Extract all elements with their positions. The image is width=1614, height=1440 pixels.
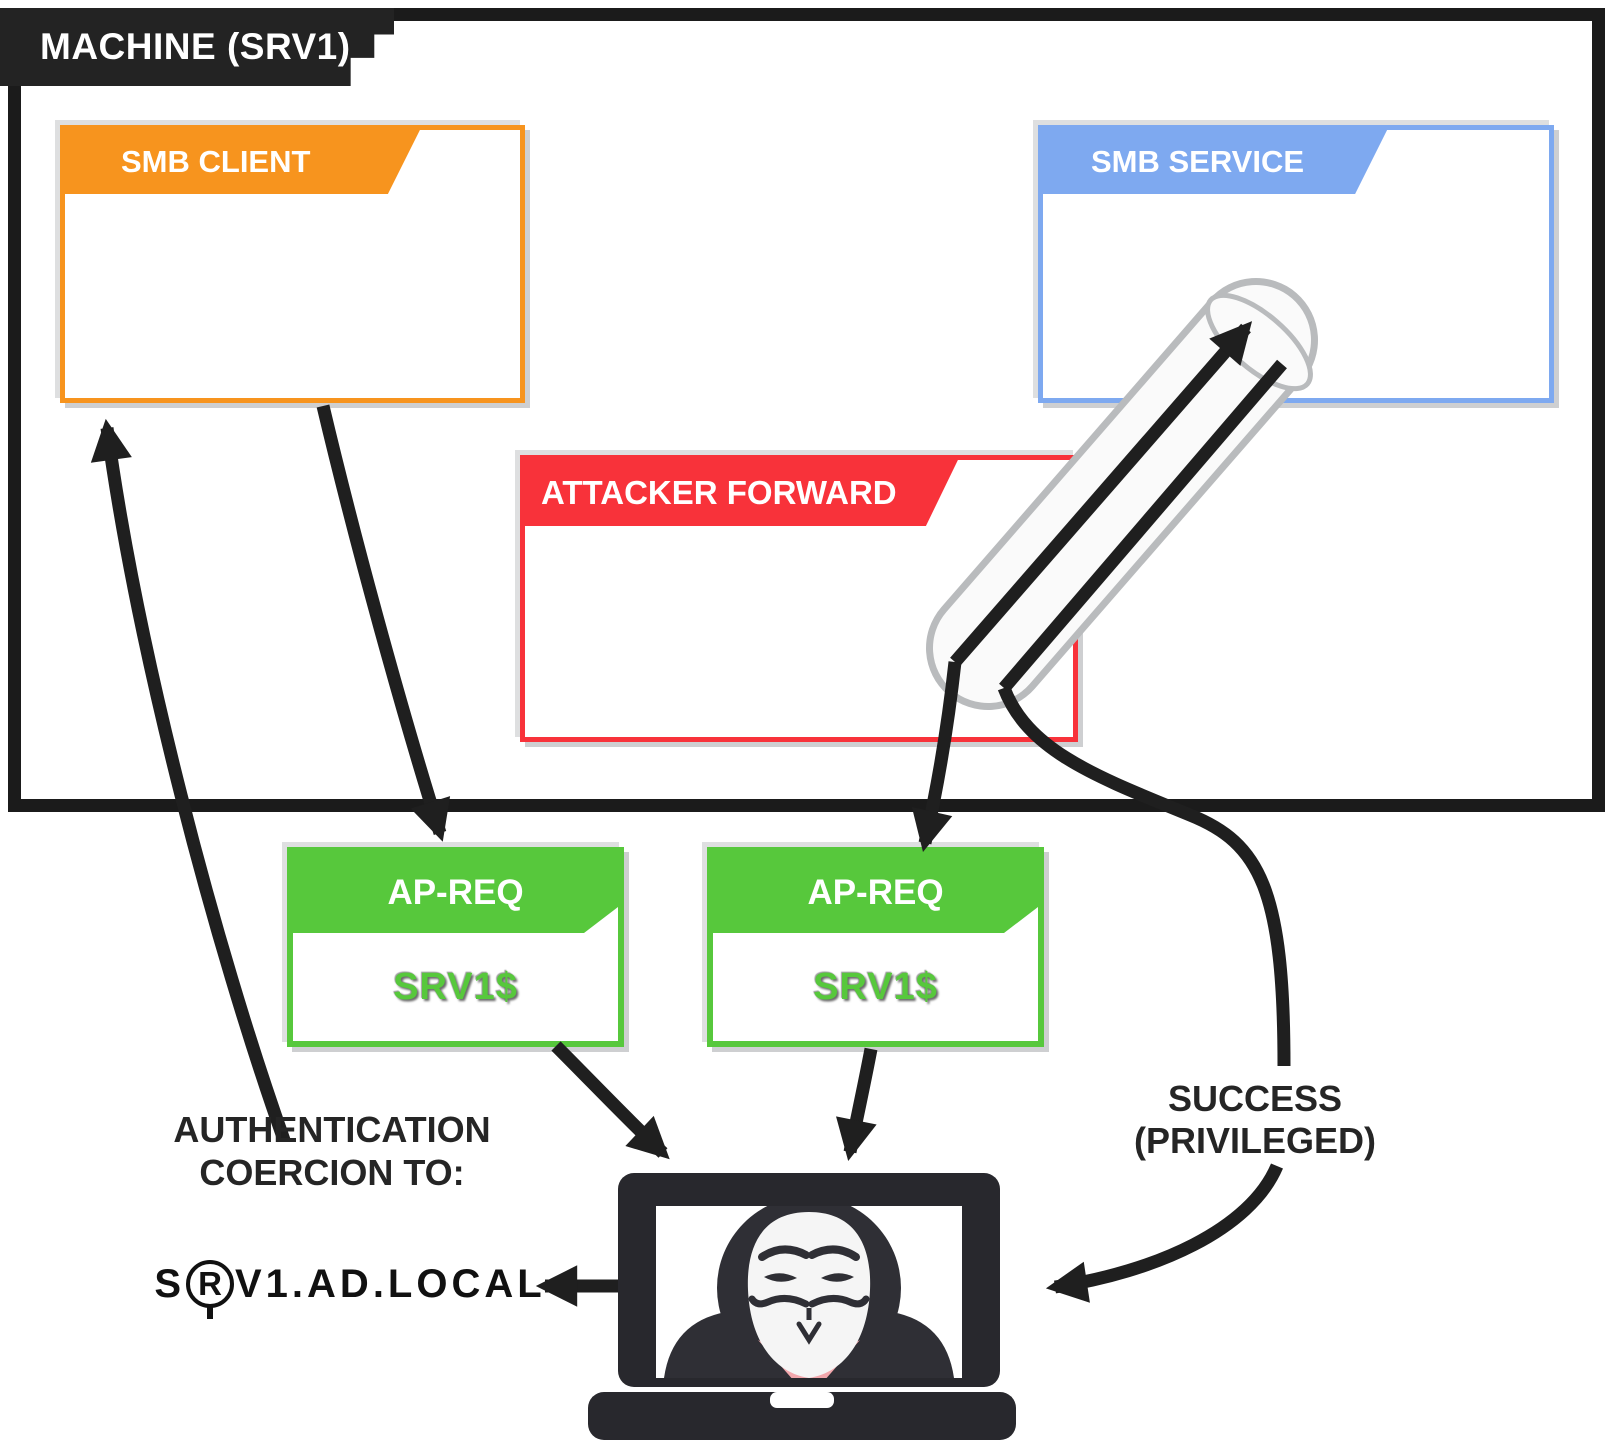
hooded-figure bbox=[664, 1206, 954, 1378]
attacker-forward-header: ATTACKER FORWARD bbox=[525, 460, 958, 526]
machine-label-text: MACHINE (SRV1) bbox=[40, 26, 351, 67]
machine-label: MACHINE (SRV1) bbox=[0, 8, 394, 86]
arrow-ap-req-right-to-attacker bbox=[836, 1047, 878, 1162]
success-line2: (PRIVILEGED) bbox=[1133, 1120, 1376, 1162]
target-suffix: V1.AD.LOCAL bbox=[235, 1261, 546, 1306]
ap-req-right-header: AP-REQ bbox=[713, 853, 1038, 933]
coercion-line2: COERCION TO: bbox=[199, 1152, 465, 1194]
magnifier-circled-r: R bbox=[186, 1260, 234, 1308]
ap-req-left-ticket: SRV1$ bbox=[393, 965, 518, 1008]
ap-req-left-header: AP-REQ bbox=[293, 853, 618, 933]
ap-req-right-ticket: SRV1$ bbox=[813, 965, 938, 1008]
success-annotation: SUCCESS (PRIVILEGED) bbox=[1080, 1078, 1430, 1163]
ap-req-right-title: AP-REQ bbox=[807, 873, 944, 912]
success-line1: SUCCESS bbox=[1167, 1078, 1343, 1119]
ap-req-left-box: AP-REQ SRV1$ bbox=[287, 847, 624, 1047]
coercion-annotation: AUTHENTICATION COERCION TO: bbox=[132, 1108, 532, 1194]
coercion-line1: AUTHENTICATION bbox=[173, 1109, 491, 1150]
target-prefix: S bbox=[154, 1261, 185, 1306]
arrow-ap-req-left-to-attacker bbox=[551, 1041, 670, 1160]
attacker-forward-title: ATTACKER FORWARD bbox=[541, 474, 897, 511]
ap-req-right-box: AP-REQ SRV1$ bbox=[707, 847, 1044, 1047]
smb-service-box: SMB SERVICE bbox=[1038, 125, 1554, 403]
smb-client-box: SMB CLIENT bbox=[60, 125, 525, 403]
smb-service-title: SMB SERVICE bbox=[1091, 144, 1305, 179]
attacker-forward-box: ATTACKER FORWARD bbox=[520, 455, 1078, 742]
arrow-success-to-attacker bbox=[1045, 1163, 1283, 1303]
smb-client-header: SMB CLIENT bbox=[65, 130, 420, 194]
ap-req-left-title: AP-REQ bbox=[387, 873, 524, 912]
anonymous-mask-laptop-icon bbox=[588, 1173, 1016, 1440]
smb-client-title: SMB CLIENT bbox=[121, 144, 311, 179]
smb-service-header: SMB SERVICE bbox=[1043, 130, 1387, 194]
